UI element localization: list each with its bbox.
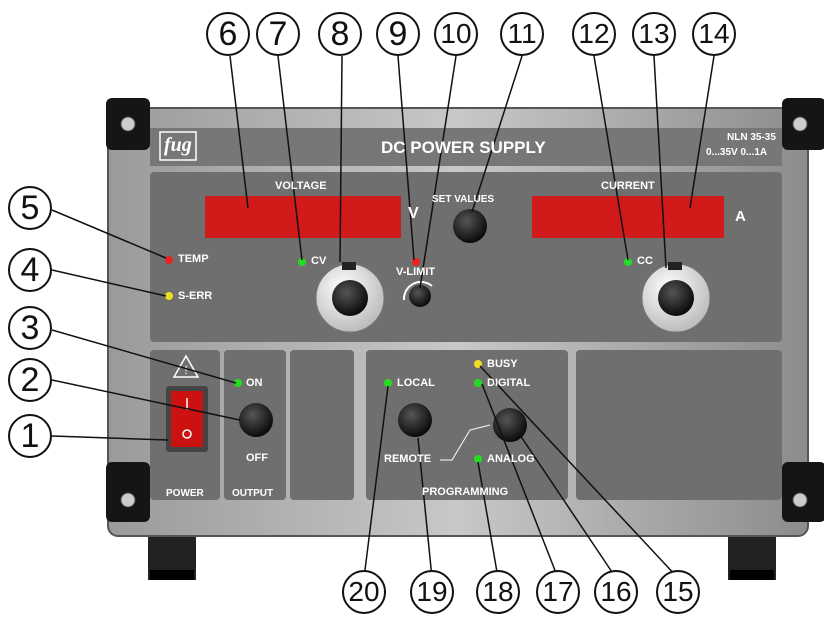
local-remote-knob [398, 403, 432, 437]
callout-15: 15 [656, 570, 700, 614]
callout-4: 4 [8, 248, 52, 292]
on-label: ON [246, 377, 263, 389]
analog-led [474, 455, 482, 463]
cv-led [298, 258, 306, 266]
callout-20: 20 [342, 570, 386, 614]
set-values-label: SET VALUES [432, 194, 495, 205]
serr-label: S-ERR [178, 290, 213, 302]
output-knob [239, 403, 273, 437]
callout-5: 5 [8, 186, 52, 230]
temp-led [165, 256, 173, 264]
off-label: OFF [246, 452, 268, 464]
current-display [532, 196, 724, 238]
callout-19: 19 [410, 570, 454, 614]
callout-2: 2 [8, 358, 52, 402]
callout-10: 10 [434, 12, 478, 56]
analog-label: ANALOG [487, 453, 535, 465]
callout-14: 14 [692, 12, 736, 56]
svg-text:!: ! [184, 363, 187, 377]
callout-6: 6 [206, 12, 250, 56]
vlimit-label: V-LIMIT [396, 266, 436, 278]
corner-bracket-bl [106, 462, 150, 522]
temp-label: TEMP [178, 253, 209, 265]
model-number: NLN 35-35 [727, 132, 776, 143]
callout-12: 12 [572, 12, 616, 56]
callout-1: 1 [8, 414, 52, 458]
on-led [234, 379, 242, 387]
output-label: OUTPUT [232, 488, 274, 499]
callout-13: 13 [632, 12, 676, 56]
model-range: 0...35V 0...1A [706, 147, 768, 158]
cc-led [624, 258, 632, 266]
blank-section-2 [576, 350, 782, 500]
digital-label: DIGITAL [487, 377, 531, 389]
v-limit-knob [409, 285, 431, 307]
brand-logo: fug [164, 134, 192, 156]
busy-label: BUSY [487, 358, 518, 370]
current-unit: A [735, 208, 746, 225]
corner-bracket-br [782, 462, 824, 522]
digital-led [474, 379, 482, 387]
voltage-unit: V [408, 205, 419, 222]
callout-17: 17 [536, 570, 580, 614]
leader-lines [51, 55, 715, 579]
cv-label: CV [311, 255, 327, 267]
callout-7: 7 [256, 12, 300, 56]
set-values-knob [453, 209, 487, 243]
serr-led [165, 292, 173, 300]
remote-label: REMOTE [384, 453, 432, 465]
programming-section [366, 350, 568, 500]
power-label: POWER [166, 488, 204, 499]
callout-3: 3 [8, 306, 52, 350]
callout-18: 18 [476, 570, 520, 614]
current-label: CURRENT [601, 180, 655, 192]
callout-11: 11 [500, 12, 544, 56]
voltage-display [205, 196, 401, 238]
local-label: LOCAL [397, 377, 435, 389]
voltage-label: VOLTAGE [275, 180, 327, 192]
cc-label: CC [637, 255, 653, 267]
blank-section-1 [290, 350, 354, 500]
callout-8: 8 [318, 12, 362, 56]
callout-16: 16 [594, 570, 638, 614]
callout-9: 9 [376, 12, 420, 56]
local-led [384, 379, 392, 387]
programming-label: PROGRAMMING [422, 486, 509, 498]
header-strip [150, 128, 782, 166]
device-title: DC POWER SUPPLY [381, 138, 546, 157]
